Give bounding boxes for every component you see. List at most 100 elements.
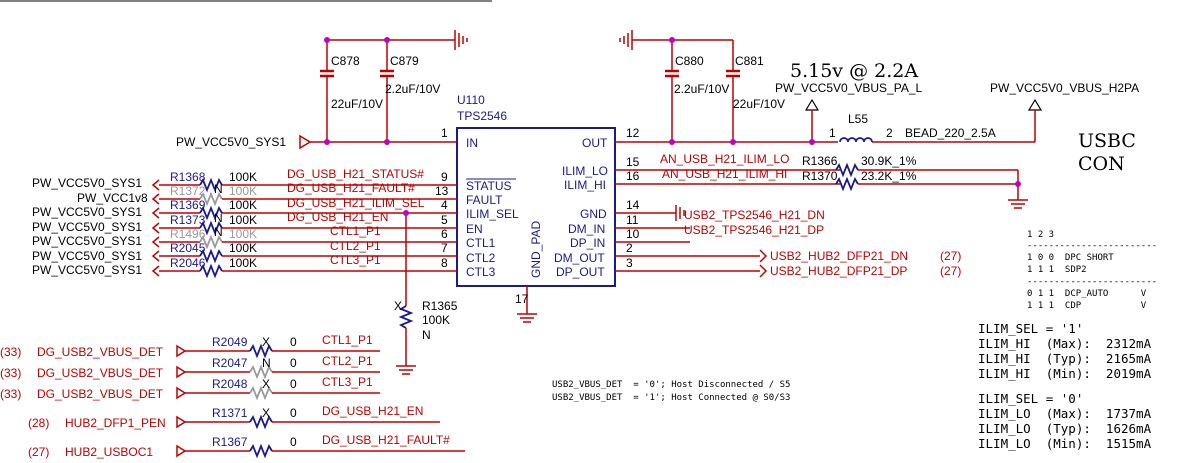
pin-name-dp-out: DP_OUT bbox=[556, 265, 605, 279]
usb-net-dn: USB2_TPS2546_H21_DN bbox=[684, 208, 825, 222]
out-net-pa: PW_VCC5V0_VBUS_PA_L bbox=[775, 81, 923, 95]
bottom-value-2: 0 bbox=[290, 377, 297, 391]
ctl-table-4: ------------------------ bbox=[1027, 277, 1157, 287]
pullup-ref-4: R1496 bbox=[170, 227, 206, 241]
ilim-table-7: ILIM_LO (Min): 1515mA bbox=[978, 436, 1152, 451]
cap-c881-value: 22uF/10V bbox=[733, 97, 785, 111]
pullup-net-5: CTL2_P1 bbox=[330, 239, 381, 253]
pin-num-17: 17 bbox=[515, 292, 529, 306]
cap-c878-ref: C878 bbox=[331, 54, 360, 68]
ic-u110[interactable]: U110 TPS2546 IN STATUS FAULT ILIM_SEL EN… bbox=[456, 93, 616, 287]
cap-c878-value: 22uF/10V bbox=[331, 97, 383, 111]
pin-name-dm-out: DM_OUT bbox=[554, 251, 605, 265]
pin-num-9: 9 bbox=[441, 170, 448, 184]
pullup-val-2: 100K bbox=[229, 198, 257, 212]
ctl-table-3: 1 1 1 SDP2 bbox=[1027, 265, 1087, 275]
bottom-page-3: (28) bbox=[28, 416, 49, 430]
pullup-net-4: CTL1_P1 bbox=[330, 224, 381, 238]
ic-right-pins: 12 15 16 14 11 10 2 3 bbox=[615, 126, 1035, 272]
ctl-table-5: 0 1 1 DCP_AUTO V bbox=[1027, 289, 1147, 299]
pin-name-ctl1: CTL1 bbox=[466, 236, 496, 250]
pin-name-gnd: GND bbox=[580, 207, 607, 221]
bottom-ref-3: R1371 bbox=[212, 406, 248, 420]
pin-num-8: 8 bbox=[441, 256, 448, 270]
pulldown-value: 100K bbox=[422, 313, 450, 327]
r1366-value: 30.9K_1% bbox=[861, 154, 917, 168]
vbus-notes: USB2_VBUS_DET = '0'; Host Disconnected /… bbox=[552, 380, 790, 403]
pullup-net-2: DG_USB_H21_ILIM_SEL bbox=[287, 196, 425, 210]
pin-num-6: 6 bbox=[441, 227, 448, 241]
pin-name-out: OUT bbox=[582, 136, 608, 150]
pin-name-en: EN bbox=[466, 222, 483, 236]
inductor-value: BEAD_220_2.5A bbox=[905, 126, 996, 140]
ctl-table-6: 1 1 1 CDP V bbox=[1027, 301, 1147, 311]
ilim-table-0: ILIM_SEL = '1' bbox=[978, 321, 1083, 336]
bottom-flag-3: X bbox=[262, 406, 270, 420]
pulldown-flag-n: N bbox=[422, 328, 431, 342]
bottom-page-4: (27) bbox=[28, 445, 49, 459]
pullup-ref-0: R1368 bbox=[170, 170, 206, 184]
ic-ref: U110 bbox=[457, 93, 485, 107]
ctl-table-0: 1 2 3 bbox=[1027, 230, 1054, 240]
pin-num-1: 1 bbox=[441, 126, 448, 140]
pin-name-status: STATUS bbox=[466, 179, 512, 193]
pullup-flag-1: N bbox=[214, 182, 223, 196]
bottom-net-4: HUB2_USBOC1 bbox=[65, 445, 153, 459]
bottom-out-2: CTL3_P1 bbox=[322, 375, 373, 389]
out-net-h2pa: PW_VCC5V0_VBUS_H2PA bbox=[990, 81, 1139, 95]
pin-num-11: 11 bbox=[626, 213, 639, 227]
power-in-net[interactable]: PW_VCC5V0_SYS1 bbox=[176, 134, 312, 150]
pullup-val-1: 100K bbox=[229, 184, 257, 198]
pin-name-ctl2: CTL2 bbox=[466, 251, 496, 265]
pullup-net-6: CTL3_P1 bbox=[330, 253, 381, 267]
pulldown-r1365: X R1365 100K N bbox=[394, 210, 458, 375]
pullup-src-5: PW_VCC5V0_SYS1 bbox=[32, 249, 142, 263]
pin-num-14: 14 bbox=[626, 198, 640, 212]
bottom-page-0: (33) bbox=[0, 345, 21, 359]
cap-c879-value: 2.2uF/10V bbox=[385, 82, 440, 96]
inductor-pin1: 1 bbox=[829, 126, 836, 140]
pullup-ref-6: R2046 bbox=[170, 256, 206, 270]
pin-name-ilim-hi: ILIM_HI bbox=[564, 178, 606, 192]
pullup-flag-4: N bbox=[214, 225, 223, 239]
bottom-flag-0: X bbox=[262, 335, 270, 349]
bottom-ref-0: R2049 bbox=[212, 335, 248, 349]
bottom-value-1: 0 bbox=[290, 356, 297, 370]
note-0: USB2_VBUS_DET = '0'; Host Disconnected /… bbox=[552, 380, 790, 390]
pullup-ref-2: R1369 bbox=[170, 198, 206, 212]
bottom-flag-1: N bbox=[262, 356, 271, 370]
bottom-value-0: 0 bbox=[290, 335, 297, 349]
pullup-net-0: DG_USB_H21_STATUS# bbox=[287, 167, 424, 181]
note-1: USB2_VBUS_DET = '1'; Host Connected @ S0… bbox=[552, 393, 790, 403]
bottom-net-0: DG_USB2_VBUS_DET bbox=[37, 345, 164, 359]
pin-num-15: 15 bbox=[626, 155, 640, 169]
ctl-table: 1 2 3 ------------------------ 1 0 0 DPC… bbox=[1027, 230, 1157, 311]
pin-name-ctl3: CTL3 bbox=[466, 265, 496, 279]
pulldown-flag-x: X bbox=[394, 299, 402, 313]
pullup-src-6: PW_VCC5V0_SYS1 bbox=[32, 263, 142, 277]
pullup-ref-3: R1373 bbox=[170, 213, 206, 227]
pin-num-13: 13 bbox=[435, 184, 449, 198]
bottom-net-2: DG_USB2_VBUS_DET bbox=[37, 387, 164, 401]
hub-net-dp-ref: (27) bbox=[940, 264, 961, 278]
cap-c879-ref: C879 bbox=[390, 54, 419, 68]
bottom-out-0: CTL1_P1 bbox=[322, 333, 373, 347]
bottom-value-3: 0 bbox=[290, 406, 297, 420]
inductor-pin2: 2 bbox=[886, 126, 893, 140]
pullup-flag-3: N bbox=[214, 211, 223, 225]
bottom-ref-4: R1367 bbox=[212, 435, 248, 449]
ilim-table: ILIM_SEL = '1' ILIM_HI (Max): 2312mA ILI… bbox=[978, 321, 1152, 451]
ctl-table-1: ------------------------ bbox=[1027, 241, 1157, 251]
pullup-val-0: 100K bbox=[229, 170, 257, 184]
hub-net-dn: USB2_HUB2_DFP21_DN bbox=[770, 249, 908, 263]
pin-name-ilim-lo: ILIM_LO bbox=[562, 164, 608, 178]
pin-name-fault: FAULT bbox=[466, 193, 503, 207]
pullup-net-1: DG_USB_H21_FAULT# bbox=[287, 181, 415, 195]
ic-part: TPS2546 bbox=[457, 109, 507, 123]
gnd-pad-pin: 17 bbox=[515, 286, 537, 323]
bottom-out-4: DG_USB_H21_FAULT# bbox=[322, 433, 450, 447]
ilim-table-3: ILIM_HI (Min): 2019mA bbox=[978, 366, 1152, 381]
hub-net-dn-ref: (27) bbox=[940, 249, 961, 263]
pin-name-ilim-sel: ILIM_SEL bbox=[466, 207, 519, 221]
